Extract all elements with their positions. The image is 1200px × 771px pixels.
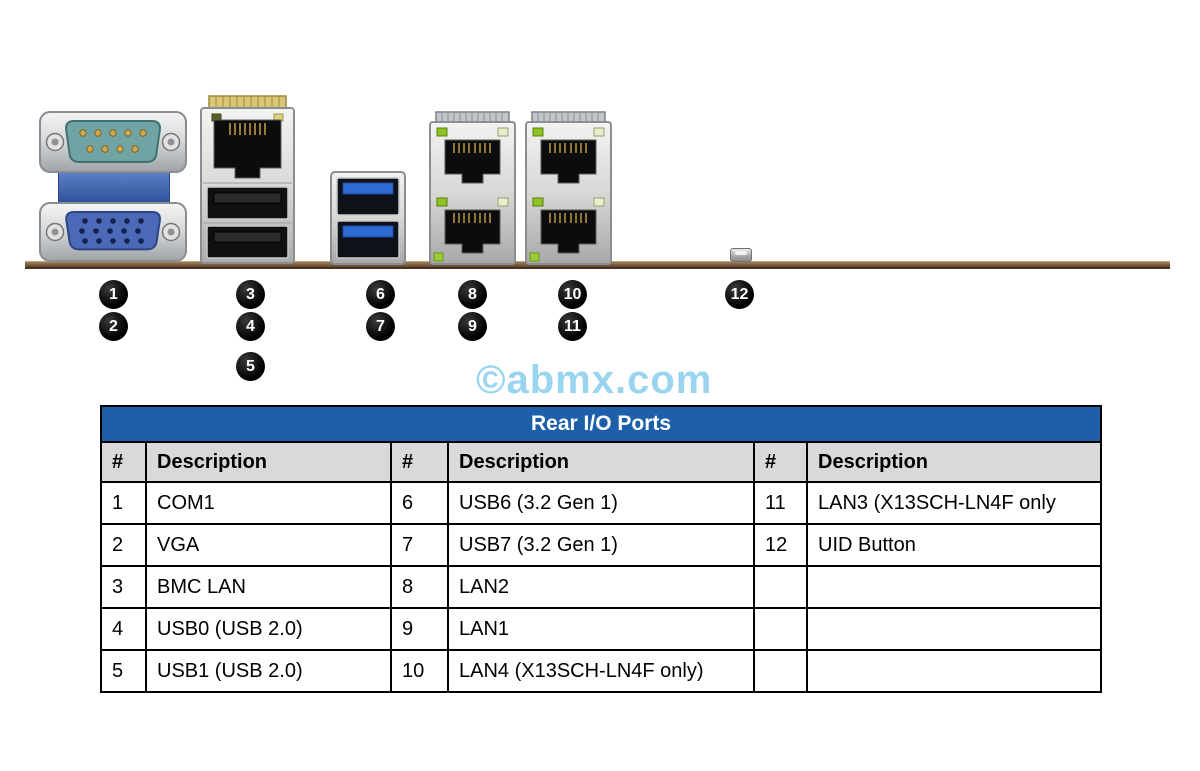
callout-2: 2 [99,312,128,341]
cell-num: 4 [100,607,147,651]
callout-3: 3 [236,280,265,309]
cell-num: 1 [100,481,147,525]
uid-button [730,248,752,262]
callout-label: 9 [468,317,477,335]
cell-desc: USB6 (3.2 Gen 1) [447,481,755,525]
callout-label: 8 [468,285,477,303]
callout-8: 8 [458,280,487,309]
cell-num: 2 [100,523,147,567]
cell-desc: USB0 (USB 2.0) [145,607,392,651]
callout-label: 12 [730,285,749,303]
callout-5: 5 [236,352,265,381]
table-column-header-row: # Description # Description # Descriptio… [100,441,1103,483]
cell-num: 3 [100,565,147,609]
table-row: 3 BMC LAN 8 LAN2 [100,565,1103,609]
rear-io-ports-table: Rear I/O Ports # Description # Descripti… [99,405,1103,693]
table-row: 2 VGA 7 USB7 (3.2 Gen 1) 12 UID Button [100,523,1103,567]
cell-desc [805,649,1103,693]
vga-port [38,198,188,266]
callout-label: 10 [563,285,582,303]
table-row: 5 USB1 (USB 2.0) 10 LAN4 (X13SCH-LN4F on… [100,649,1103,693]
callout-label: 5 [246,357,255,375]
cell-desc: VGA [145,523,392,567]
col-header-desc-1: Description [145,441,392,483]
callout-4: 4 [236,312,265,341]
watermark: ©abmx.com [476,358,713,402]
callout-label: 1 [109,285,118,303]
cell-num: 5 [100,649,147,693]
cell-num: 10 [390,649,449,693]
col-header-num-1: # [100,441,147,483]
callout-label: 11 [564,317,581,335]
cell-desc [805,565,1103,609]
callout-label: 2 [109,317,118,335]
cell-desc: BMC LAN [145,565,392,609]
cell-desc: COM1 [145,481,392,525]
cell-num: 7 [390,523,449,567]
lan4-lan3-stack [524,110,613,266]
cell-num [753,649,808,693]
lan2-lan1-stack [428,110,517,266]
cell-num [753,565,808,609]
cell-desc [805,607,1103,651]
callout-12: 12 [725,280,754,309]
table-title: Rear I/O Ports [99,405,1103,443]
callout-9: 9 [458,312,487,341]
callout-label: 7 [376,317,385,335]
table-title-row: Rear I/O Ports [99,405,1103,443]
cell-num: 11 [753,481,808,525]
cell-desc: USB1 (USB 2.0) [145,649,392,693]
cell-num [753,607,808,651]
callout-label: 3 [246,285,255,303]
callout-6: 6 [366,280,395,309]
col-header-desc-3: Description [805,441,1103,483]
cell-desc: LAN3 (X13SCH-LN4F only [805,481,1103,525]
callout-11: 11 [558,312,587,341]
col-header-num-3: # [753,441,808,483]
cell-num: 6 [390,481,449,525]
cell-desc: LAN4 (X13SCH-LN4F only) [447,649,755,693]
cell-desc: USB7 (3.2 Gen 1) [447,523,755,567]
callout-10: 10 [558,280,587,309]
cell-desc: LAN2 [447,565,755,609]
bmc-lan-usb2-stack [199,94,296,265]
com1-serial-port [38,104,188,180]
cell-desc: UID Button [805,523,1103,567]
table-row: 1 COM1 6 USB6 (3.2 Gen 1) 11 LAN3 (X13SC… [100,481,1103,525]
usb3-stack [329,170,407,266]
cell-num: 9 [390,607,449,651]
callout-1: 1 [99,280,128,309]
cell-num: 8 [390,565,449,609]
cell-num: 12 [753,523,808,567]
table-row: 4 USB0 (USB 2.0) 9 LAN1 [100,607,1103,651]
callout-label: 6 [376,285,385,303]
col-header-desc-2: Description [447,441,755,483]
callout-label: 4 [246,317,255,335]
cell-desc: LAN1 [447,607,755,651]
callout-7: 7 [366,312,395,341]
col-header-num-2: # [390,441,449,483]
